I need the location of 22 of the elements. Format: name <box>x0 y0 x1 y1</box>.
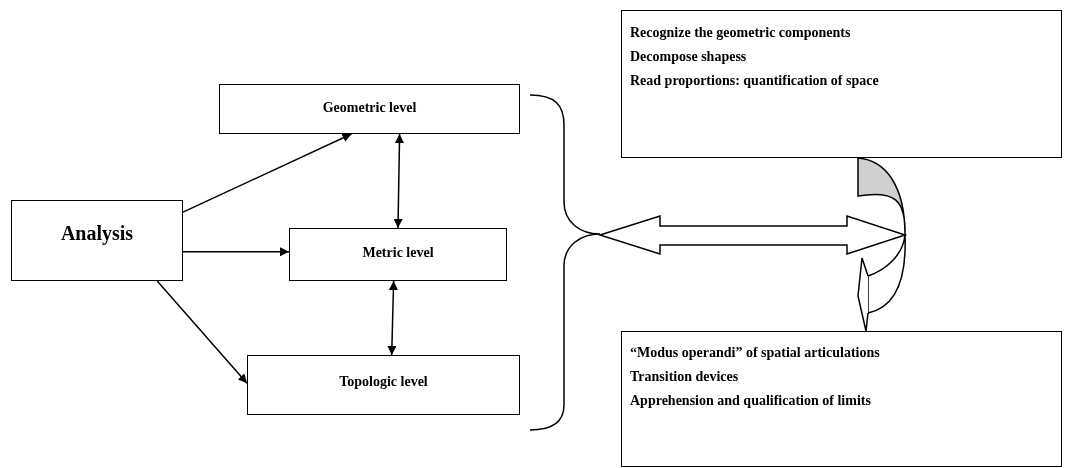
list-item: Apprehension and qualification of limits <box>630 392 871 410</box>
text-box <box>621 10 1062 158</box>
box-label: Topologic level <box>339 373 428 391</box>
list-item: “Modus operandi” of spatial articulations <box>630 344 880 362</box>
text-box <box>289 228 507 281</box>
box-label: Analysis <box>60 221 134 245</box>
arrow <box>393 133 404 229</box>
text-box <box>621 331 1062 467</box>
text-box <box>247 355 520 415</box>
text-box <box>11 200 183 281</box>
curved-arrow <box>857 234 906 332</box>
list-item: Transition devices <box>630 368 739 386</box>
text-box <box>219 84 520 134</box>
list-item: Decompose shapess <box>630 48 747 66</box>
arrow <box>156 280 248 384</box>
list-item: Recognize the geometric components <box>630 24 851 42</box>
arrow <box>387 280 398 356</box>
arrow <box>182 133 353 213</box>
box-label: Metric level <box>362 244 434 262</box>
box-label: Geometric level <box>322 99 417 117</box>
arrow <box>182 247 290 257</box>
list-item: Read proportions: quantification of space <box>630 72 879 90</box>
